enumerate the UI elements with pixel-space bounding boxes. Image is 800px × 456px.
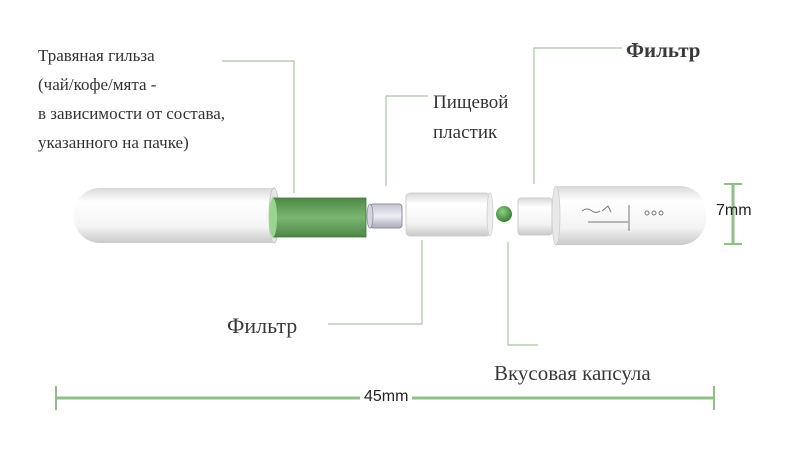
filter-middle xyxy=(405,192,494,237)
dimension-7mm xyxy=(724,183,742,245)
label-length: 45mm xyxy=(360,388,413,406)
label-herbal-line-2: (чай/кофе/мята - xyxy=(38,75,157,94)
leader-filter-bottom xyxy=(328,240,423,325)
leader-lines xyxy=(222,47,622,346)
herbal-sleeve xyxy=(269,197,367,238)
tube-right xyxy=(551,185,706,246)
filter-small xyxy=(517,197,553,236)
tube-left xyxy=(74,187,280,244)
label-plastic-line-2: пластик xyxy=(433,122,498,143)
tube-print xyxy=(581,205,664,231)
label-herbal-sleeve: Травяная гильза (чай/кофе/мята - в завис… xyxy=(38,41,225,157)
leader-herbal xyxy=(222,60,295,193)
leader-filter-top xyxy=(533,47,622,184)
leader-capsule xyxy=(507,242,538,346)
label-filter-bottom: Фильтр xyxy=(227,313,298,338)
label-flavor-capsule: Вкусовая капсула xyxy=(494,361,651,385)
label-diameter: 7mm xyxy=(716,202,752,219)
label-herbal-line-3: в зависимости от состава, xyxy=(38,104,226,123)
flavor-capsule xyxy=(496,206,512,222)
label-herbal-line-4: указанного на пачке) xyxy=(38,133,189,152)
label-filter-top: Фильтр xyxy=(626,38,701,62)
leader-plastic xyxy=(385,95,428,186)
plastic-ring xyxy=(366,203,403,229)
label-plastic-line-1: Пищевой xyxy=(433,92,509,113)
label-food-plastic: Пищевой пластик xyxy=(433,88,508,148)
label-herbal-line-1: Травяная гильза xyxy=(38,46,155,65)
